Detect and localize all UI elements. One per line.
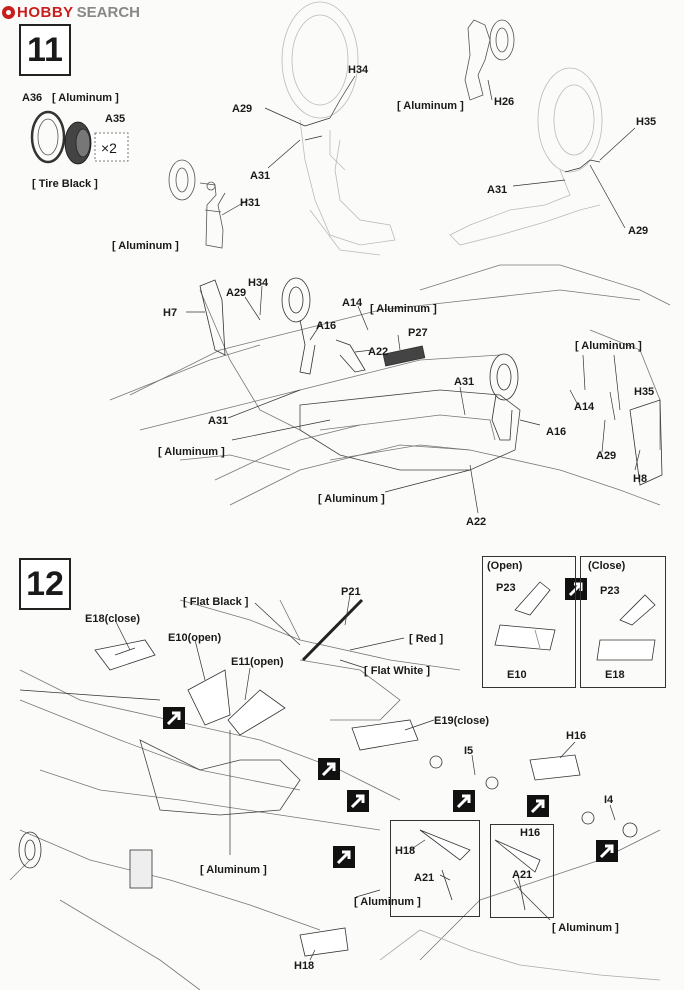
large-tire-ghost	[281, 1, 396, 256]
inset-door-drawings	[494, 581, 656, 661]
small-parts-drawing	[419, 755, 638, 911]
bay-doors-drawing	[94, 598, 581, 957]
paint-aluminum: [ Aluminum ]	[552, 922, 619, 934]
label-a14: A14	[342, 297, 363, 309]
paint-flat-black: [ Flat Black ]	[183, 596, 249, 608]
label-p23: P23	[600, 585, 620, 597]
brand-hobby: HOBBY	[17, 3, 74, 21]
hobby-search-brand[interactable]: HOBBY SEARCH	[2, 3, 140, 21]
label-a22: A22	[368, 346, 389, 358]
paint-red: [ Red ]	[409, 633, 444, 645]
main-wheel-drawing	[464, 19, 515, 101]
paint-aluminum: [ Aluminum ]	[318, 493, 385, 505]
fuselage-underside-drawing	[109, 264, 671, 506]
paint-aluminum: [ Aluminum ]	[397, 100, 464, 112]
label-a31: A31	[208, 415, 229, 427]
direction-arrow-icon	[331, 844, 357, 870]
label-e10: E10	[507, 669, 527, 681]
fuselage-top-drawing	[9, 599, 661, 990]
step12-leader-lines	[19, 594, 616, 961]
label-e11-open: E11(open)	[231, 656, 284, 668]
label-e19-close: E19(close)	[434, 715, 490, 727]
direction-arrow-icon	[594, 838, 620, 864]
quantity-multiplier: ×2	[101, 140, 117, 156]
label-h18: H18	[294, 960, 315, 972]
nose-wheel-drawing	[168, 159, 226, 249]
paint-aluminum: [ Aluminum ]	[112, 240, 179, 252]
label-p27: P27	[408, 327, 428, 339]
label-a29: A29	[596, 450, 617, 462]
direction-arrow-icon	[316, 756, 342, 782]
label-h35: H35	[636, 116, 657, 128]
label-e18-close: E18(close)	[85, 613, 141, 625]
label-h35: H35	[634, 386, 655, 398]
label-a29: A29	[628, 225, 649, 237]
brand-search: SEARCH	[76, 3, 141, 21]
label-h7: H7	[163, 307, 178, 319]
paint-aluminum: [ Aluminum ]	[370, 303, 437, 315]
step-number-12: 12	[19, 558, 71, 610]
label-e10-open: E10(open)	[168, 632, 222, 644]
paint-tire-black: [ Tire Black ]	[32, 178, 98, 190]
inset-close	[580, 556, 666, 688]
label-a29: A29	[226, 287, 247, 299]
label-h34: H34	[248, 277, 269, 289]
label-a16: A16	[316, 320, 337, 332]
hobby-logo-icon	[2, 5, 15, 19]
label-a35: A35	[105, 113, 126, 125]
inset-open-title: (Open)	[487, 560, 523, 572]
paint-aluminum: [ Aluminum ]	[200, 864, 267, 876]
main-gear-mid-drawing	[281, 277, 663, 486]
label-h16: H16	[520, 827, 541, 839]
label-p23: P23	[496, 582, 516, 594]
label-a29: A29	[232, 103, 253, 115]
direction-arrow-icon	[525, 793, 551, 819]
label-a14: A14	[574, 401, 595, 413]
paint-aluminum: [ Aluminum ]	[575, 340, 642, 352]
label-h31: H31	[240, 197, 261, 209]
label-h18: H18	[395, 845, 416, 857]
label-a31: A31	[250, 170, 271, 182]
step11-leader-lines	[186, 75, 641, 514]
direction-arrow-icon	[161, 705, 187, 731]
paint-flat-white: [ Flat White ]	[364, 665, 430, 677]
label-p21: P21	[341, 586, 361, 598]
direction-arrow-icon	[345, 788, 371, 814]
label-a36: A36	[22, 92, 43, 104]
label-a21: A21	[414, 872, 435, 884]
tire-exploded-drawing	[30, 110, 129, 165]
paint-aluminum: [ Aluminum ]	[354, 896, 421, 908]
inset-close-title: (Close)	[588, 560, 626, 572]
inset-open	[482, 556, 576, 688]
label-a31: A31	[487, 184, 508, 196]
direction-arrow-icon	[451, 788, 477, 814]
label-e18: E18	[605, 669, 625, 681]
label-h16: H16	[566, 730, 587, 742]
label-h26: H26	[494, 96, 515, 108]
detail-box-left	[390, 820, 480, 917]
label-i5: I5	[464, 745, 474, 757]
label-h8: H8	[633, 473, 648, 485]
label-h34: H34	[348, 64, 369, 76]
paint-aluminum: [ Aluminum ]	[158, 446, 225, 458]
label-i4: I4	[604, 794, 614, 806]
label-a22: A22	[466, 516, 487, 528]
step-number-11: 11	[19, 24, 71, 76]
right-tire-ghost	[449, 67, 603, 246]
detail-box-right	[490, 824, 554, 918]
paint-aluminum: [ Aluminum ]	[52, 92, 119, 104]
label-a31: A31	[454, 376, 475, 388]
label-a16: A16	[546, 426, 567, 438]
label-a21: A21	[512, 869, 533, 881]
